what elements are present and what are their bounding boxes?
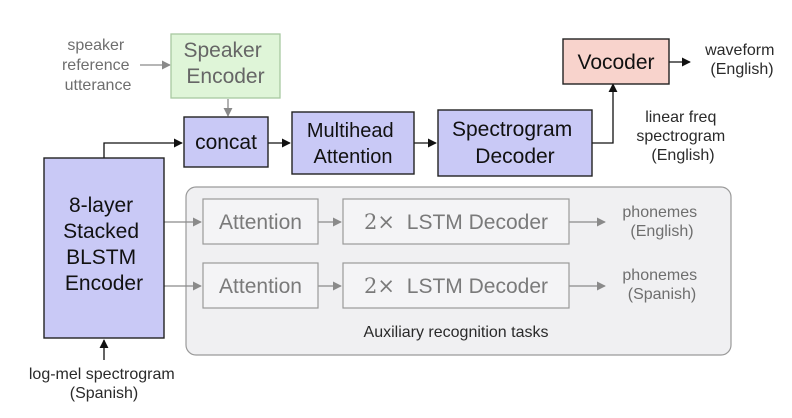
speaker-ref-line-2: reference [62, 57, 130, 74]
speaker-encoder-line-2: Encoder [186, 65, 264, 88]
speaker-ref-line-1: speaker [67, 37, 125, 54]
log-mel-line-1: log-mel spectrogram [29, 366, 175, 383]
aux-output-1-line-1: phonemes [622, 204, 697, 221]
svg-text:8-layer Stacked BL: 8-layer Stacked BLSTM Encoder [63, 194, 145, 295]
svg-text:2× LSTM Decoder: 2× LSTM Decoder [364, 274, 548, 298]
svg-text:phonemes (English): phonemes (English) [622, 204, 701, 240]
concat-block: concat [183, 116, 269, 168]
blstm-line-1: 8-layer [69, 194, 133, 217]
svg-text:speaker reference utte: speaker reference utterance [62, 37, 134, 94]
blstm-encoder-block: 8-layer Stacked BLSTM Encoder [43, 157, 165, 339]
aux-decoder-label-1: LSTM Decoder [407, 211, 548, 234]
blstm-line-3: BLSTM [66, 246, 136, 269]
aux-output-2-line-2: (Spanish) [628, 286, 696, 303]
linear-freq-line-2: spectrogram [636, 128, 725, 145]
speaker-encoder-block: Speaker Encoder [170, 33, 281, 99]
linear-freq-line-1: linear freq [645, 109, 716, 126]
auxiliary-caption: Auxiliary recognition tasks [364, 324, 549, 341]
aux-decoder-label-2: LSTM Decoder [407, 275, 548, 298]
svg-text:linear freq spectrogram: linear freq spectrogram (English) [636, 109, 729, 164]
vocoder-block: Vocoder [562, 38, 670, 85]
svg-text:Multihead Attention: Multihead Attention [307, 120, 399, 168]
multihead-attention-block: Multihead Attention [291, 111, 415, 175]
svg-text:Speaker Encoder: Speaker Encoder [183, 39, 267, 88]
edge-blstm-to-concat [103, 138, 183, 158]
spectrogram-decoder-block: Spectrogram Decoder [437, 109, 593, 177]
aux-decoder-prefix-2: 2× [364, 274, 395, 298]
spectrogram-decoder-line-1: Spectrogram [452, 118, 572, 141]
aux-attention-block-1: Attention [202, 198, 319, 245]
svg-text:log-mel spectrogram (Spani: log-mel spectrogram (Spanish) [29, 366, 179, 402]
multihead-line-1: Multihead [307, 120, 394, 142]
aux-lstm-decoder-block-1: 2× LSTM Decoder [342, 198, 570, 245]
aux-output-2-line-1: phonemes [622, 267, 697, 284]
aux-attention-label-2: Attention [219, 275, 302, 298]
aux-decoder-prefix-1: 2× [364, 210, 395, 234]
concat-label: concat [195, 131, 257, 154]
svg-text:waveform (English): waveform (English) [704, 42, 779, 78]
waveform-line-2: (English) [710, 61, 773, 78]
spectrogram-decoder-line-2: Decoder [475, 145, 554, 168]
svg-text:2× LSTM Decoder: 2× LSTM Decoder [364, 210, 548, 234]
svg-text:Spectrogram Decoder: Spectrogram Decoder [452, 118, 578, 168]
vocoder-label: Vocoder [577, 51, 654, 74]
edge-decoder-to-vocoder [592, 83, 618, 144]
svg-text:phonemes (Spanish): phonemes (Spanish) [622, 267, 701, 303]
speaker-ref-line-3: utterance [65, 77, 132, 94]
aux-attention-label-1: Attention [219, 211, 302, 234]
aux-attention-block-2: Attention [202, 262, 319, 309]
speaker-encoder-line-1: Speaker [183, 39, 261, 62]
waveform-line-1: waveform [704, 42, 774, 59]
blstm-line-4: Encoder [65, 272, 143, 295]
aux-output-1-line-2: (English) [630, 223, 693, 240]
log-mel-line-2: (Spanish) [70, 385, 138, 402]
blstm-line-2: Stacked [63, 220, 139, 243]
linear-freq-line-3: (English) [651, 147, 714, 164]
multihead-line-2: Attention [314, 146, 393, 168]
aux-lstm-decoder-block-2: 2× LSTM Decoder [342, 262, 570, 309]
